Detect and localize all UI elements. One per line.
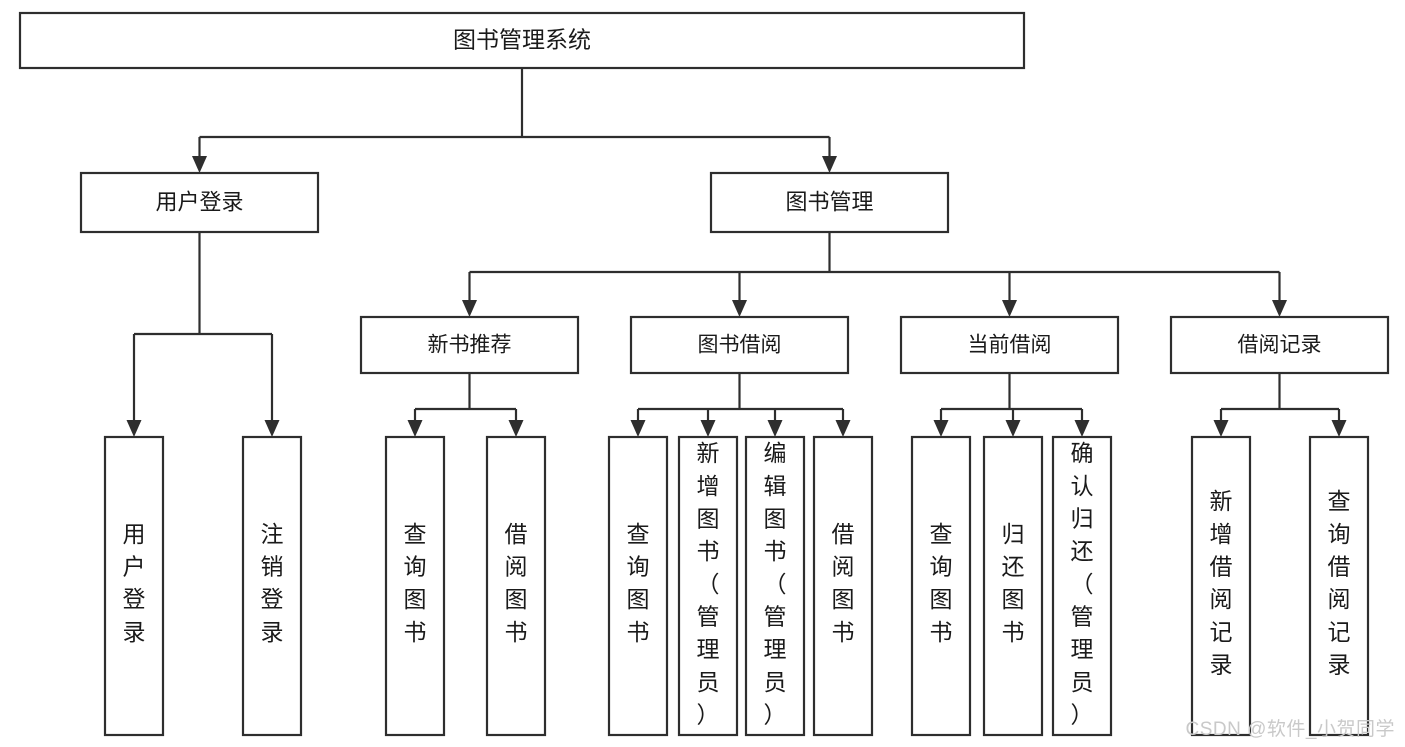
connector-group	[407, 373, 524, 437]
node-label: 图书管理系统	[453, 27, 591, 53]
node-box	[485, 435, 547, 737]
arrow-head-icon	[700, 420, 716, 437]
node-label: 当前借阅	[968, 334, 1052, 357]
node-label-vertical: 注销登录	[261, 521, 284, 645]
node-boxes-layer: 图书管理系统用户登录图书管理新书推荐图书借阅当前借阅借阅记录用户登录注销登录查询…	[18, 11, 1390, 737]
level2-node-book-borrow[interactable]: 图书借阅	[629, 315, 850, 375]
node-label-vertical: 借阅图书	[832, 521, 855, 645]
arrow-head-icon	[767, 420, 783, 437]
arrow-head-icon	[508, 420, 524, 437]
level1-node-user-login[interactable]: 用户登录	[79, 171, 320, 234]
node-box	[910, 435, 972, 737]
level2-node-current-borrow[interactable]: 当前借阅	[899, 315, 1120, 375]
arrow-head-icon	[1074, 420, 1090, 437]
node-label-vertical: 查询图书	[627, 521, 650, 645]
connector-group	[126, 232, 280, 437]
node-box	[1169, 315, 1390, 375]
arrow-head-icon	[933, 420, 949, 437]
leaf-node-leaf-add-book-admin[interactable]: 新增图书（管理员）	[677, 435, 739, 737]
leaf-node-leaf-logout-login[interactable]: 注销登录	[241, 435, 303, 737]
node-label-vertical: 查询图书	[404, 521, 427, 645]
node-label-vertical: 新增借阅记录	[1210, 488, 1233, 677]
arrow-head-icon	[1005, 420, 1021, 437]
connector-group	[1213, 373, 1347, 437]
node-box	[18, 11, 1026, 70]
node-box	[1190, 435, 1252, 737]
node-label-vertical: 查询借阅记录	[1328, 488, 1351, 677]
leaf-node-leaf-confirm-return-admin[interactable]: 确认归还（管理员）	[1051, 435, 1113, 737]
node-box	[812, 435, 874, 737]
node-label-vertical: 新增图书（管理员）	[697, 440, 720, 727]
leaf-node-leaf-edit-book-admin[interactable]: 编辑图书（管理员）	[744, 435, 806, 737]
node-box	[1051, 435, 1113, 737]
arrow-head-icon	[822, 156, 837, 173]
node-label-vertical: 确认归还（管理员）	[1071, 440, 1094, 727]
arrow-head-icon	[192, 156, 207, 173]
node-box	[359, 315, 580, 375]
connector-group	[933, 373, 1090, 437]
node-label-vertical: 编辑图书（管理员）	[764, 440, 787, 727]
connector-group	[630, 373, 851, 437]
leaf-node-leaf-query-book-borrow[interactable]: 查询图书	[607, 435, 669, 737]
leaf-node-leaf-user-login[interactable]: 用户登录	[103, 435, 165, 737]
arrow-head-icon	[462, 300, 477, 317]
node-box	[677, 435, 739, 737]
node-box	[241, 435, 303, 737]
arrow-head-icon	[835, 420, 851, 437]
leaf-node-leaf-return-book[interactable]: 归还图书	[982, 435, 1044, 737]
arrow-head-icon	[732, 300, 747, 317]
arrow-head-icon	[264, 420, 280, 437]
node-box	[79, 171, 320, 234]
leaf-node-leaf-add-borrow-record[interactable]: 新增借阅记录	[1190, 435, 1252, 737]
arrow-head-icon	[126, 420, 142, 437]
node-label: 借阅记录	[1238, 334, 1322, 357]
connector-group	[462, 232, 1287, 317]
arrow-head-icon	[1002, 300, 1017, 317]
level2-node-borrow-record[interactable]: 借阅记录	[1169, 315, 1390, 375]
leaf-node-leaf-query-borrow-record[interactable]: 查询借阅记录	[1308, 435, 1370, 737]
leaf-node-leaf-borrow-book-borrow[interactable]: 借阅图书	[812, 435, 874, 737]
node-label: 图书管理	[785, 189, 873, 214]
node-label-vertical: 借阅图书	[505, 521, 528, 645]
arrow-head-icon	[1213, 420, 1229, 437]
root-node-book-management-system[interactable]: 图书管理系统	[18, 11, 1026, 70]
connector-group	[192, 68, 837, 173]
level2-node-new-book-recommend[interactable]: 新书推荐	[359, 315, 580, 375]
arrow-head-icon	[630, 420, 646, 437]
node-box	[629, 315, 850, 375]
node-label: 新书推荐	[428, 334, 512, 357]
node-box	[384, 435, 446, 737]
connector-edges-layer	[126, 68, 1347, 437]
arrow-head-icon	[1272, 300, 1287, 317]
node-box	[899, 315, 1120, 375]
leaf-node-leaf-query-book-current[interactable]: 查询图书	[910, 435, 972, 737]
node-label-vertical: 用户登录	[123, 521, 146, 645]
node-label: 图书借阅	[698, 334, 782, 357]
node-box	[103, 435, 165, 737]
node-box	[607, 435, 669, 737]
node-box	[982, 435, 1044, 737]
arrow-head-icon	[1331, 420, 1347, 437]
level1-node-book-management[interactable]: 图书管理	[709, 171, 950, 234]
node-label-vertical: 查询图书	[930, 521, 953, 645]
leaf-node-leaf-borrow-book-recommend[interactable]: 借阅图书	[485, 435, 547, 737]
node-label-vertical: 归还图书	[1002, 521, 1025, 645]
node-box	[709, 171, 950, 234]
leaf-node-leaf-query-book-recommend[interactable]: 查询图书	[384, 435, 446, 737]
node-box	[1308, 435, 1370, 737]
arrow-head-icon	[407, 420, 423, 437]
node-box	[744, 435, 806, 737]
node-label: 用户登录	[155, 189, 243, 214]
